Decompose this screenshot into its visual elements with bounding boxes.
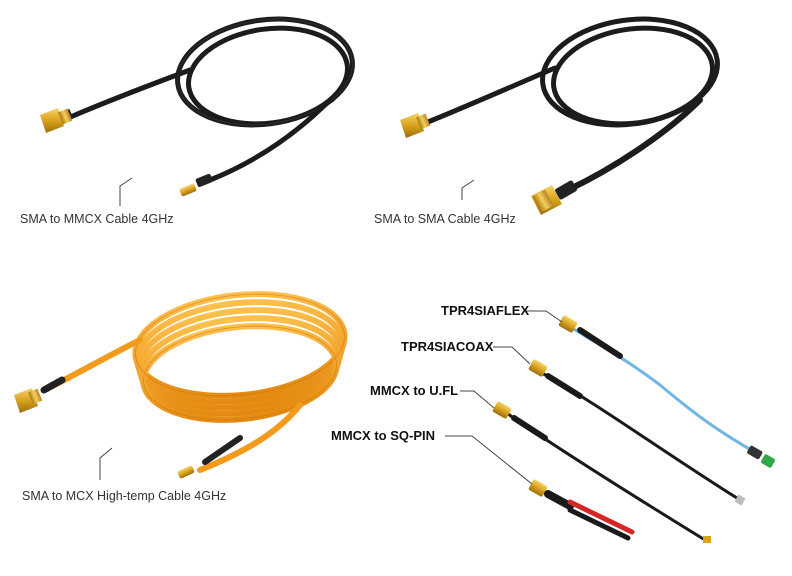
sma-to-mmcx-cable-image [40,16,355,197]
adapter-label-tpr4siaflex: TPR4SIAFLEX [441,303,530,318]
mmcx-to-ufl-adapter-image [492,401,711,543]
product-caption-sma-to-mmcx: SMA to MMCX Cable 4GHz [20,212,174,226]
callout-line [119,177,133,206]
sma-connector-small [400,113,431,138]
callout-line [445,435,533,485]
sma-connector [40,108,74,133]
tpr4siacoax-adapter-image [528,359,746,506]
callout-line [524,310,563,323]
callout-line [460,390,495,409]
product-caption-sma-to-mcx-hightemp: SMA to MCX High-temp Cable 4GHz [22,489,227,503]
sma-connector [14,388,43,413]
mcx-connector [177,465,195,479]
sma-to-sma-cable-image [400,16,720,215]
adapter-label-mmcx-to-sq-pin: MMCX to SQ-PIN [331,428,435,443]
callout-line [99,447,113,480]
sma-connector-large [531,180,577,215]
adapter-label-tpr4siacoax: TPR4SIACOAX [401,339,494,354]
product-caption-sma-to-sma: SMA to SMA Cable 4GHz [374,212,516,226]
callout-line [493,346,531,365]
callout-line [461,179,475,200]
mmcx-to-sq-pin-adapter-image [528,479,635,541]
sma-to-mcx-hightemp-cable-image [14,291,348,479]
mmcx-connector [179,173,213,197]
adapter-label-mmcx-to-ufl: MMCX to U.FL [370,383,459,398]
tpr4siaflex-adapter-image [558,315,775,468]
